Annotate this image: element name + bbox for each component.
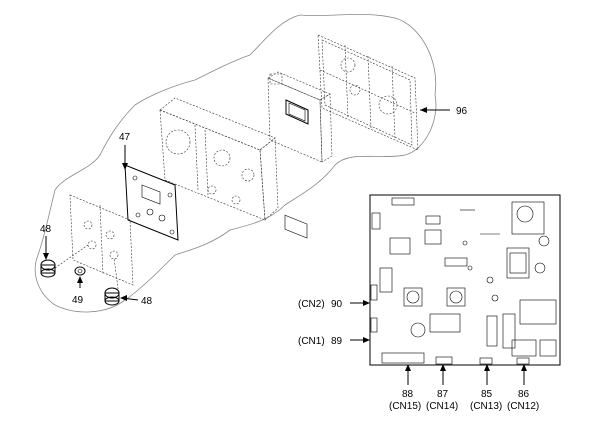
- assembly-outline: [34, 13, 437, 313]
- callout-48-lower: 48: [141, 296, 153, 307]
- callout-49: 49: [72, 295, 84, 306]
- connector-cn1: (CN1): [298, 336, 325, 347]
- front-panel: [69, 194, 134, 286]
- callout-85: 85: [481, 389, 493, 400]
- connector-cn13: (CN13): [470, 401, 502, 412]
- knob-upper: [40, 244, 89, 278]
- callout-96: 96: [456, 106, 468, 117]
- connector-cn14: (CN14): [426, 401, 458, 412]
- front-bracket: [124, 164, 179, 241]
- control-pcb: [369, 194, 561, 366]
- callout-88: 88: [402, 389, 414, 400]
- callout-87: 87: [437, 389, 449, 400]
- connector-cn2: (CN2): [298, 299, 325, 310]
- callout-47: 47: [119, 132, 131, 143]
- callout-89: 89: [331, 336, 343, 347]
- rear-frame: [317, 34, 419, 151]
- connector-cn15: (CN15): [389, 401, 421, 412]
- washer: [74, 266, 86, 276]
- knob-lower: [104, 257, 120, 306]
- display-module: [267, 71, 333, 239]
- callout-86: 86: [518, 389, 530, 400]
- housing: [159, 97, 279, 221]
- connector-cn12: (CN12): [507, 401, 539, 412]
- callout-90: 90: [331, 299, 343, 310]
- callout-48-upper: 48: [40, 224, 52, 235]
